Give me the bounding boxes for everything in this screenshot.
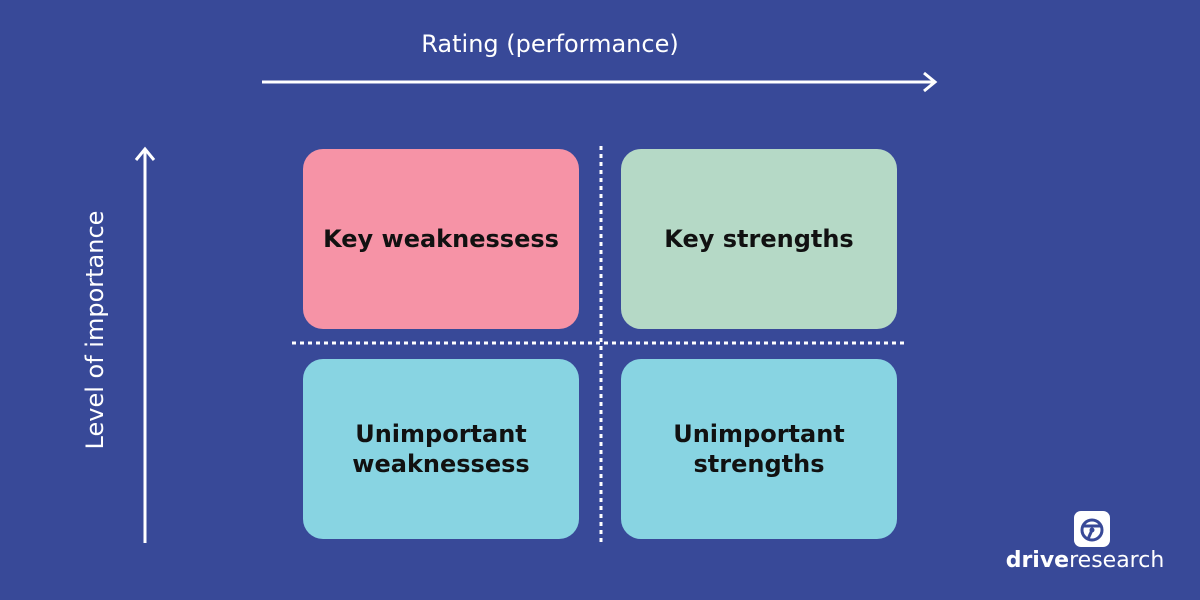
brand-wordmark-light: research xyxy=(1069,548,1165,573)
quadrant-label: Unimportant weaknessess xyxy=(352,420,530,478)
vertical-divider xyxy=(599,146,603,546)
quadrant-unimportant-strengths: Unimportant strengths xyxy=(621,359,897,539)
x-axis-arrow xyxy=(262,71,938,93)
drive-research-logo-icon xyxy=(1074,511,1110,547)
brand-wordmark: driveresearch xyxy=(1000,548,1170,573)
brand-logo: driveresearch xyxy=(1000,510,1170,590)
y-axis-label: Level of importance xyxy=(81,210,109,450)
quadrant-key-strengths: Key strengths xyxy=(621,149,897,329)
quadrant-label: Key strengths xyxy=(664,225,854,253)
quadrant-unimportant-weaknesses: Unimportant weaknessess xyxy=(303,359,579,539)
quadrant-label: Key weaknessess xyxy=(323,225,559,253)
y-axis-arrow xyxy=(134,146,156,543)
quadrant-key-weaknesses: Key weaknessess xyxy=(303,149,579,329)
quadrant-label: Unimportant strengths xyxy=(673,420,845,478)
x-axis-label: Rating (performance) xyxy=(421,30,679,58)
brand-wordmark-bold: drive xyxy=(1005,548,1070,573)
horizontal-divider xyxy=(292,341,908,345)
